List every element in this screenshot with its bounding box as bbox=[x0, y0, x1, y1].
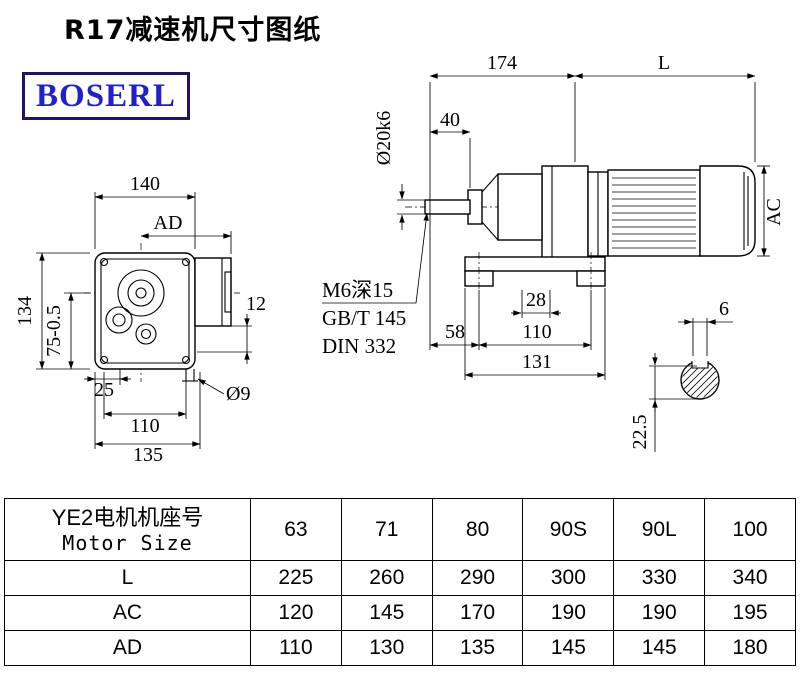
dim-40: 40 bbox=[440, 109, 460, 131]
terminal-box bbox=[194, 257, 232, 327]
front-view bbox=[84, 243, 240, 382]
bolt-hole bbox=[181, 355, 191, 365]
table-cell: 340 bbox=[704, 560, 796, 596]
dim-AC: AC bbox=[763, 198, 785, 226]
table-cell: 195 bbox=[704, 595, 796, 631]
brand-logo: BOSERL bbox=[22, 72, 190, 120]
front-dimensions: 140 AD 134 75-0.5 25 110 135 bbox=[14, 173, 266, 466]
table-header-row: YE2电机机座号 Motor Size 63 71 80 90S 90L 100 bbox=[4, 498, 796, 561]
shaft-section-detail bbox=[680, 355, 720, 400]
dim-58: 58 bbox=[445, 321, 465, 343]
dim-L: L bbox=[658, 52, 670, 74]
col-header: 80 bbox=[431, 498, 524, 561]
dim-174: 174 bbox=[487, 52, 517, 74]
table-cell: 290 bbox=[431, 560, 524, 596]
dim-134: 134 bbox=[14, 296, 36, 326]
bolt-hole bbox=[99, 355, 109, 365]
gear-bore-1 bbox=[105, 306, 133, 334]
table-cell: 120 bbox=[250, 595, 342, 631]
dim-110-side: 110 bbox=[522, 321, 551, 343]
output-bore bbox=[117, 269, 165, 317]
dim-28: 28 bbox=[526, 289, 546, 311]
table-cell: 180 bbox=[704, 630, 796, 666]
table-cell: 145 bbox=[340, 595, 433, 631]
side-view bbox=[405, 165, 756, 290]
table-cell: 145 bbox=[613, 630, 706, 666]
dim-140: 140 bbox=[130, 173, 160, 195]
motor-size-header-en: Motor Size bbox=[62, 531, 193, 556]
tap-spec-line2: GB/T 145 bbox=[322, 306, 406, 330]
table-cell: 145 bbox=[522, 630, 615, 666]
table-cell: 130 bbox=[340, 630, 433, 666]
dim-hole-9: Ø9 bbox=[226, 383, 250, 405]
side-dimensions: 174 L 40 Ø20k6 M6深15 GB/T 145 DIN 332 28 bbox=[322, 52, 785, 452]
bolt-hole bbox=[99, 257, 109, 267]
dim-shaft-diameter: Ø20k6 bbox=[373, 111, 395, 165]
col-header: 71 bbox=[340, 498, 433, 561]
input-housing bbox=[497, 173, 543, 241]
motor-size-header-cell: YE2电机机座号 Motor Size bbox=[4, 498, 251, 561]
dim-110-front: 110 bbox=[130, 415, 159, 437]
row-label: L bbox=[4, 560, 251, 596]
table-cell: 170 bbox=[431, 595, 524, 631]
dim-75: 75-0.5 bbox=[43, 305, 65, 357]
dimension-drawing: 140 AD 134 75-0.5 25 110 135 bbox=[14, 52, 785, 466]
dim-AD: AD bbox=[154, 212, 183, 234]
keyway-slot bbox=[691, 361, 709, 369]
table-row-AD: AD 110 130 135 145 145 180 bbox=[4, 630, 796, 666]
table-cell: 135 bbox=[431, 630, 524, 666]
bolt-hole bbox=[181, 257, 191, 267]
dim-12: 12 bbox=[246, 293, 266, 315]
motor-size-table: YE2电机机座号 Motor Size 63 71 80 90S 90L 100… bbox=[4, 498, 796, 666]
table-cell: 330 bbox=[613, 560, 706, 596]
table-cell: 110 bbox=[250, 630, 342, 666]
row-label: AC bbox=[4, 595, 251, 631]
table-cell: 225 bbox=[250, 560, 342, 596]
table-cell: 190 bbox=[613, 595, 706, 631]
col-header: 100 bbox=[704, 498, 796, 561]
table-row-AC: AC 120 145 170 190 190 195 bbox=[4, 595, 796, 631]
tap-spec-line1: M6深15 bbox=[322, 278, 393, 302]
col-header: 90L bbox=[613, 498, 706, 561]
input-shaft bbox=[424, 199, 471, 215]
gear-housing bbox=[541, 165, 589, 259]
col-header: 90S bbox=[522, 498, 615, 561]
fan-cowl bbox=[699, 165, 756, 257]
gearbox-body-inner-edge bbox=[100, 258, 190, 364]
page-title: R17减速机尺寸图纸 bbox=[64, 15, 322, 46]
table-row-L: L 225 260 290 300 330 340 bbox=[4, 560, 796, 596]
mounting-base bbox=[464, 256, 606, 272]
motor-size-header-cn: YE2电机机座号 bbox=[51, 504, 204, 530]
col-header: 63 bbox=[250, 498, 342, 561]
row-label: AD bbox=[4, 630, 251, 666]
dim-131: 131 bbox=[522, 351, 552, 373]
gear-bore-2 bbox=[135, 323, 157, 345]
tap-spec-line3: DIN 332 bbox=[322, 334, 396, 358]
motor-cooling-fins bbox=[612, 177, 696, 249]
dim-135: 135 bbox=[133, 444, 163, 466]
table-cell: 260 bbox=[340, 560, 433, 596]
dim-key-width: 6 bbox=[719, 298, 729, 320]
table-cell: 300 bbox=[522, 560, 615, 596]
brand-logo-text: BOSERL bbox=[36, 77, 176, 114]
dim-key-depth: 22.5 bbox=[629, 415, 651, 450]
table-cell: 190 bbox=[522, 595, 615, 631]
